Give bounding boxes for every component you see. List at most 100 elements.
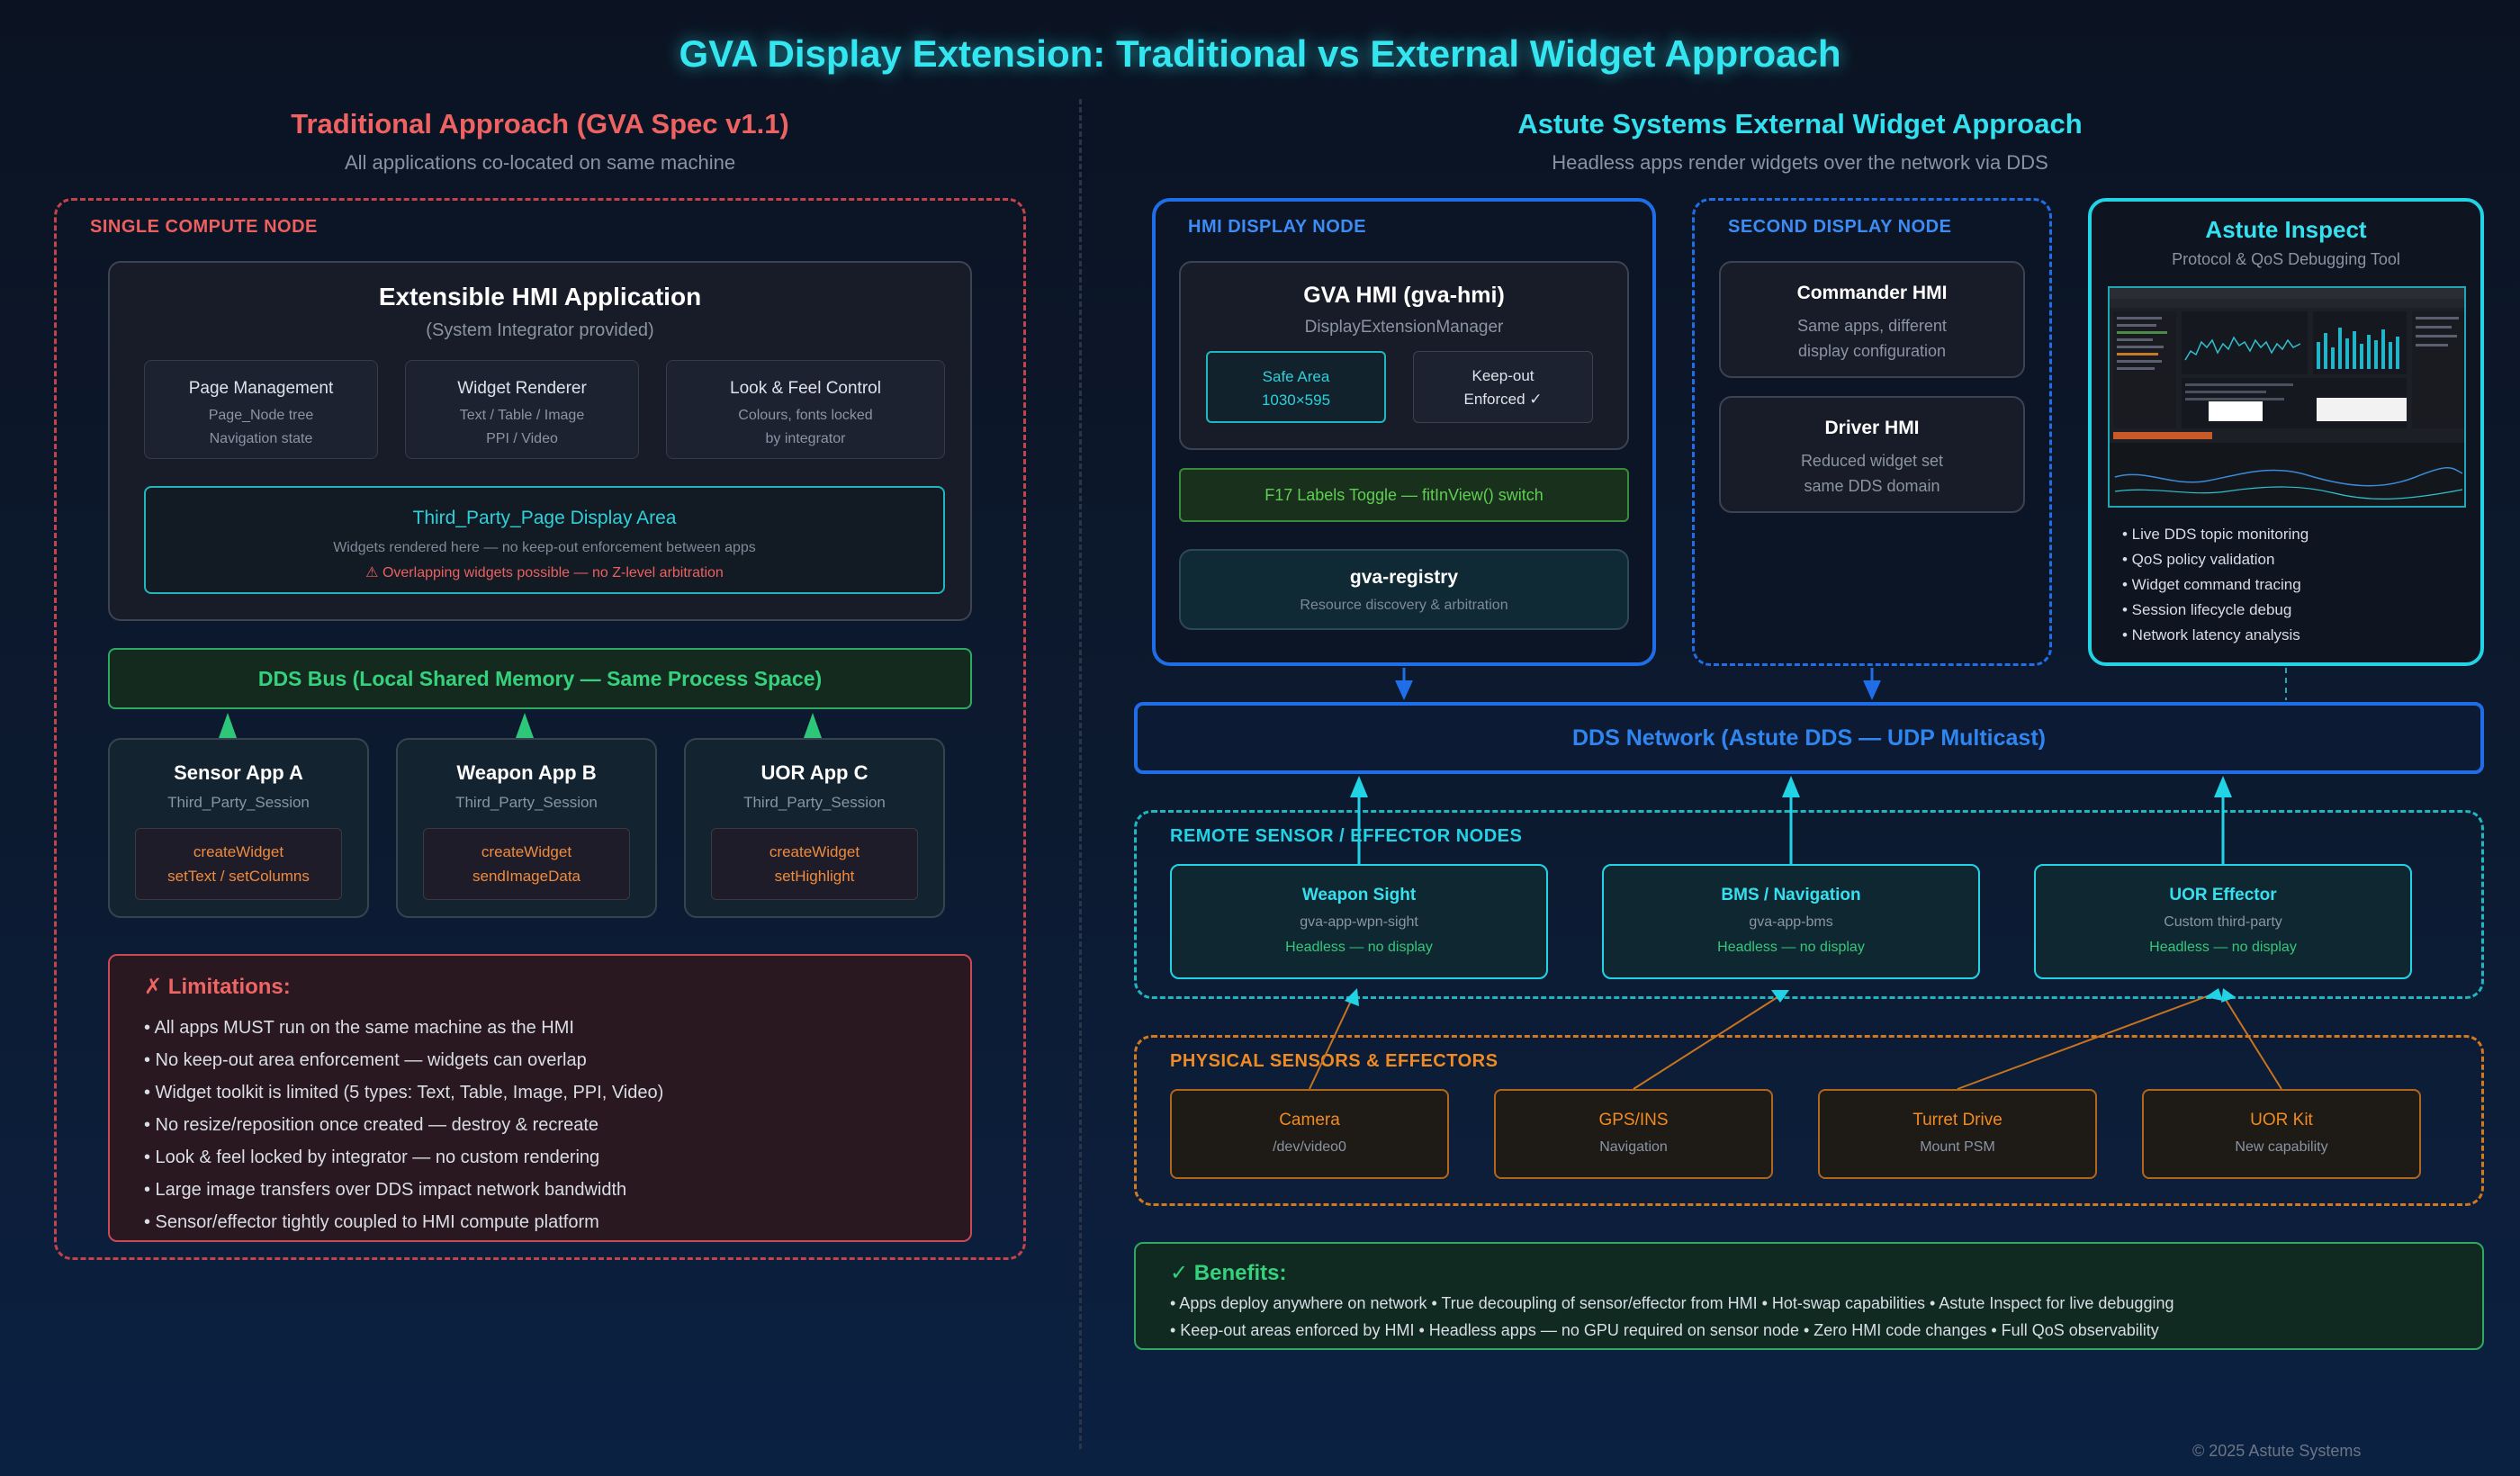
module-page-management: Page Management Page_Node tree Navigatio… [144, 360, 378, 459]
remote-node-title: Weapon Sight [1301, 886, 1417, 904]
remote-nodes-zone [1134, 810, 2484, 999]
keepout-label: Keep-out [1472, 367, 1534, 384]
external-subheading: Headless apps render widgets over the ne… [1552, 151, 2048, 174]
arrow-hmi-to-network [1395, 680, 1413, 700]
module-line: Navigation state [209, 431, 313, 446]
physical-turret-drive: Turret Drive Mount PSM [1818, 1089, 2097, 1179]
external-heading: Astute Systems External Widget Approach [1517, 108, 2083, 140]
display-area-warning: ⚠ Overlapping widgets possible — no Z-le… [365, 565, 724, 580]
code-line: createWidget [481, 843, 572, 860]
code-line: createWidget [769, 843, 860, 860]
app-session: Third_Party_Session [167, 794, 310, 811]
traditional-heading: Traditional Approach (GVA Spec v1.1) [291, 108, 789, 140]
remote-node-uor-effector: UOR Effector Custom third-party Headless… [2034, 864, 2412, 979]
sensor-app-a: Sensor App A Third_Party_Session createW… [108, 738, 369, 918]
module-line: by integrator [765, 431, 846, 446]
code-line: sendImageData [472, 868, 581, 885]
safe-area-label: Safe Area [1262, 368, 1330, 385]
physical-sub: Navigation [1599, 1139, 1668, 1155]
benefits-line: • Apps deploy anywhere on network • True… [1170, 1294, 2174, 1312]
module-line: PPI / Video [486, 431, 558, 446]
hmi-display-node-label: HMI DISPLAY NODE [1188, 217, 1367, 237]
app-title: UOR App C [760, 761, 868, 784]
remote-node-status: Headless — no display [1717, 940, 1865, 955]
keepout-box: Keep-out Enforced ✓ [1413, 351, 1593, 423]
physical-title: Camera [1279, 1111, 1340, 1130]
physical-camera: Camera /dev/video0 [1170, 1089, 1449, 1179]
driver-hmi-line: same DDS domain [1804, 477, 1940, 495]
physical-title: GPS/INS [1598, 1111, 1669, 1130]
labels-toggle[interactable]: F17 Labels Toggle — fitInView() switch [1179, 468, 1629, 522]
code-line: createWidget [193, 843, 284, 860]
remote-node-title: UOR Effector [2169, 886, 2277, 904]
dds-network: DDS Network (Astute DDS — UDP Multicast) [1134, 702, 2484, 774]
remote-node-bms-navigation: BMS / Navigation gva-app-bms Headless — … [1602, 864, 1980, 979]
limitations-title: ✗ Limitations: [144, 975, 291, 999]
code-line: setHighlight [774, 868, 855, 885]
module-line: Page_Node tree [208, 408, 314, 423]
inspect-screenshot [2108, 286, 2466, 508]
single-compute-node [54, 198, 1026, 1260]
physical-title: UOR Kit [2250, 1111, 2313, 1130]
inspect-feature: • Network latency analysis [2122, 626, 2300, 644]
dds-local-bus: DDS Bus (Local Shared Memory — Same Proc… [108, 648, 972, 709]
module-line: Colours, fonts locked [738, 408, 873, 423]
remote-node-weapon-sight: Weapon Sight gva-app-wpn-sight Headless … [1170, 864, 1548, 979]
arrow-bms-to-network [1782, 776, 1800, 797]
physical-sub: New capability [2235, 1139, 2328, 1155]
inspect-feature: • Live DDS topic monitoring [2122, 526, 2309, 543]
inspect-feature: • Session lifecycle debug [2122, 601, 2292, 618]
driver-hmi-title: Driver HMI [1824, 418, 1920, 438]
hmi-app-subtitle: (System Integrator provided) [426, 320, 654, 340]
app-session: Third_Party_Session [743, 794, 886, 811]
traditional-subheading: All applications co-located on same mach… [344, 151, 736, 174]
safe-area-box: Safe Area 1030×595 [1206, 351, 1386, 423]
remote-node-title: BMS / Navigation [1721, 886, 1861, 904]
astute-inspect-subtitle: Protocol & QoS Debugging Tool [2172, 250, 2400, 268]
app-code-box: createWidget setHighlight [711, 828, 918, 900]
commander-hmi-title: Commander HMI [1796, 283, 1948, 303]
limitations-list: • All apps MUST run on the same machine … [144, 1012, 663, 1238]
remote-node-sub: gva-app-bms [1749, 914, 1833, 930]
physical-sensors-zone [1134, 1035, 2484, 1206]
limitation-item: • All apps MUST run on the same machine … [144, 1018, 574, 1038]
page-title: GVA Display Extension: Traditional vs Ex… [679, 32, 1841, 75]
inspect-feature: • QoS policy validation [2122, 551, 2275, 568]
registry-subtitle: Resource discovery & arbitration [1300, 598, 1508, 613]
commander-hmi-line: display configuration [1797, 342, 1947, 360]
module-title: Widget Renderer [457, 379, 587, 398]
weapon-app-b: Weapon App B Third_Party_Session createW… [396, 738, 657, 918]
driver-hmi-line: Reduced widget set [1800, 452, 1944, 470]
copyright-footer: © 2025 Astute Systems [2192, 1442, 2362, 1460]
module-widget-renderer: Widget Renderer Text / Table / Image PPI… [405, 360, 639, 459]
app-session: Third_Party_Session [455, 794, 598, 811]
limitation-item: • Large image transfers over DDS impact … [144, 1180, 627, 1200]
second-display-node-label: SECOND DISPLAY NODE [1728, 217, 1952, 237]
module-title: Look & Feel Control [730, 379, 881, 398]
limitation-item: • Widget toolkit is limited (5 types: Te… [144, 1083, 664, 1102]
registry-title: gva-registry [1349, 567, 1459, 588]
section-divider [1079, 99, 1082, 1449]
arrow-weapon-sight-to-network [1350, 776, 1368, 797]
remote-nodes-label: REMOTE SENSOR / EFFECTOR NODES [1170, 826, 1523, 846]
commander-hmi-box: Commander HMI Same apps, different displ… [1719, 261, 2025, 378]
dds-network-label: DDS Network (Astute DDS — UDP Multicast) [1572, 724, 2046, 751]
physical-title: Turret Drive [1912, 1111, 2002, 1130]
limitation-item: • Look & feel locked by integrator — no … [144, 1148, 600, 1167]
module-look-feel-control: Look & Feel Control Colours, fonts locke… [666, 360, 945, 459]
physical-sensors-label: PHYSICAL SENSORS & EFFECTORS [1170, 1051, 1498, 1071]
code-line: setText / setColumns [167, 868, 310, 885]
app-title: Weapon App B [456, 761, 597, 784]
physical-sub: /dev/video0 [1273, 1139, 1346, 1155]
single-compute-node-label: SINGLE COMPUTE NODE [90, 217, 318, 237]
module-line: Text / Table / Image [459, 408, 585, 423]
app-code-box: createWidget sendImageData [423, 828, 630, 900]
labels-toggle-text: F17 Labels Toggle — fitInView() switch [1264, 485, 1544, 504]
physical-uor-kit: UOR Kit New capability [2142, 1089, 2421, 1179]
physical-gps-ins: GPS/INS Navigation [1494, 1089, 1773, 1179]
gva-hmi-subtitle: DisplayExtensionManager [1304, 318, 1504, 337]
arrow-second-to-network [1863, 680, 1881, 700]
hmi-app-title: Extensible HMI Application [378, 283, 702, 310]
remote-node-status: Headless — no display [1285, 940, 1433, 955]
limitation-item: • Sensor/effector tightly coupled to HMI… [144, 1212, 599, 1232]
